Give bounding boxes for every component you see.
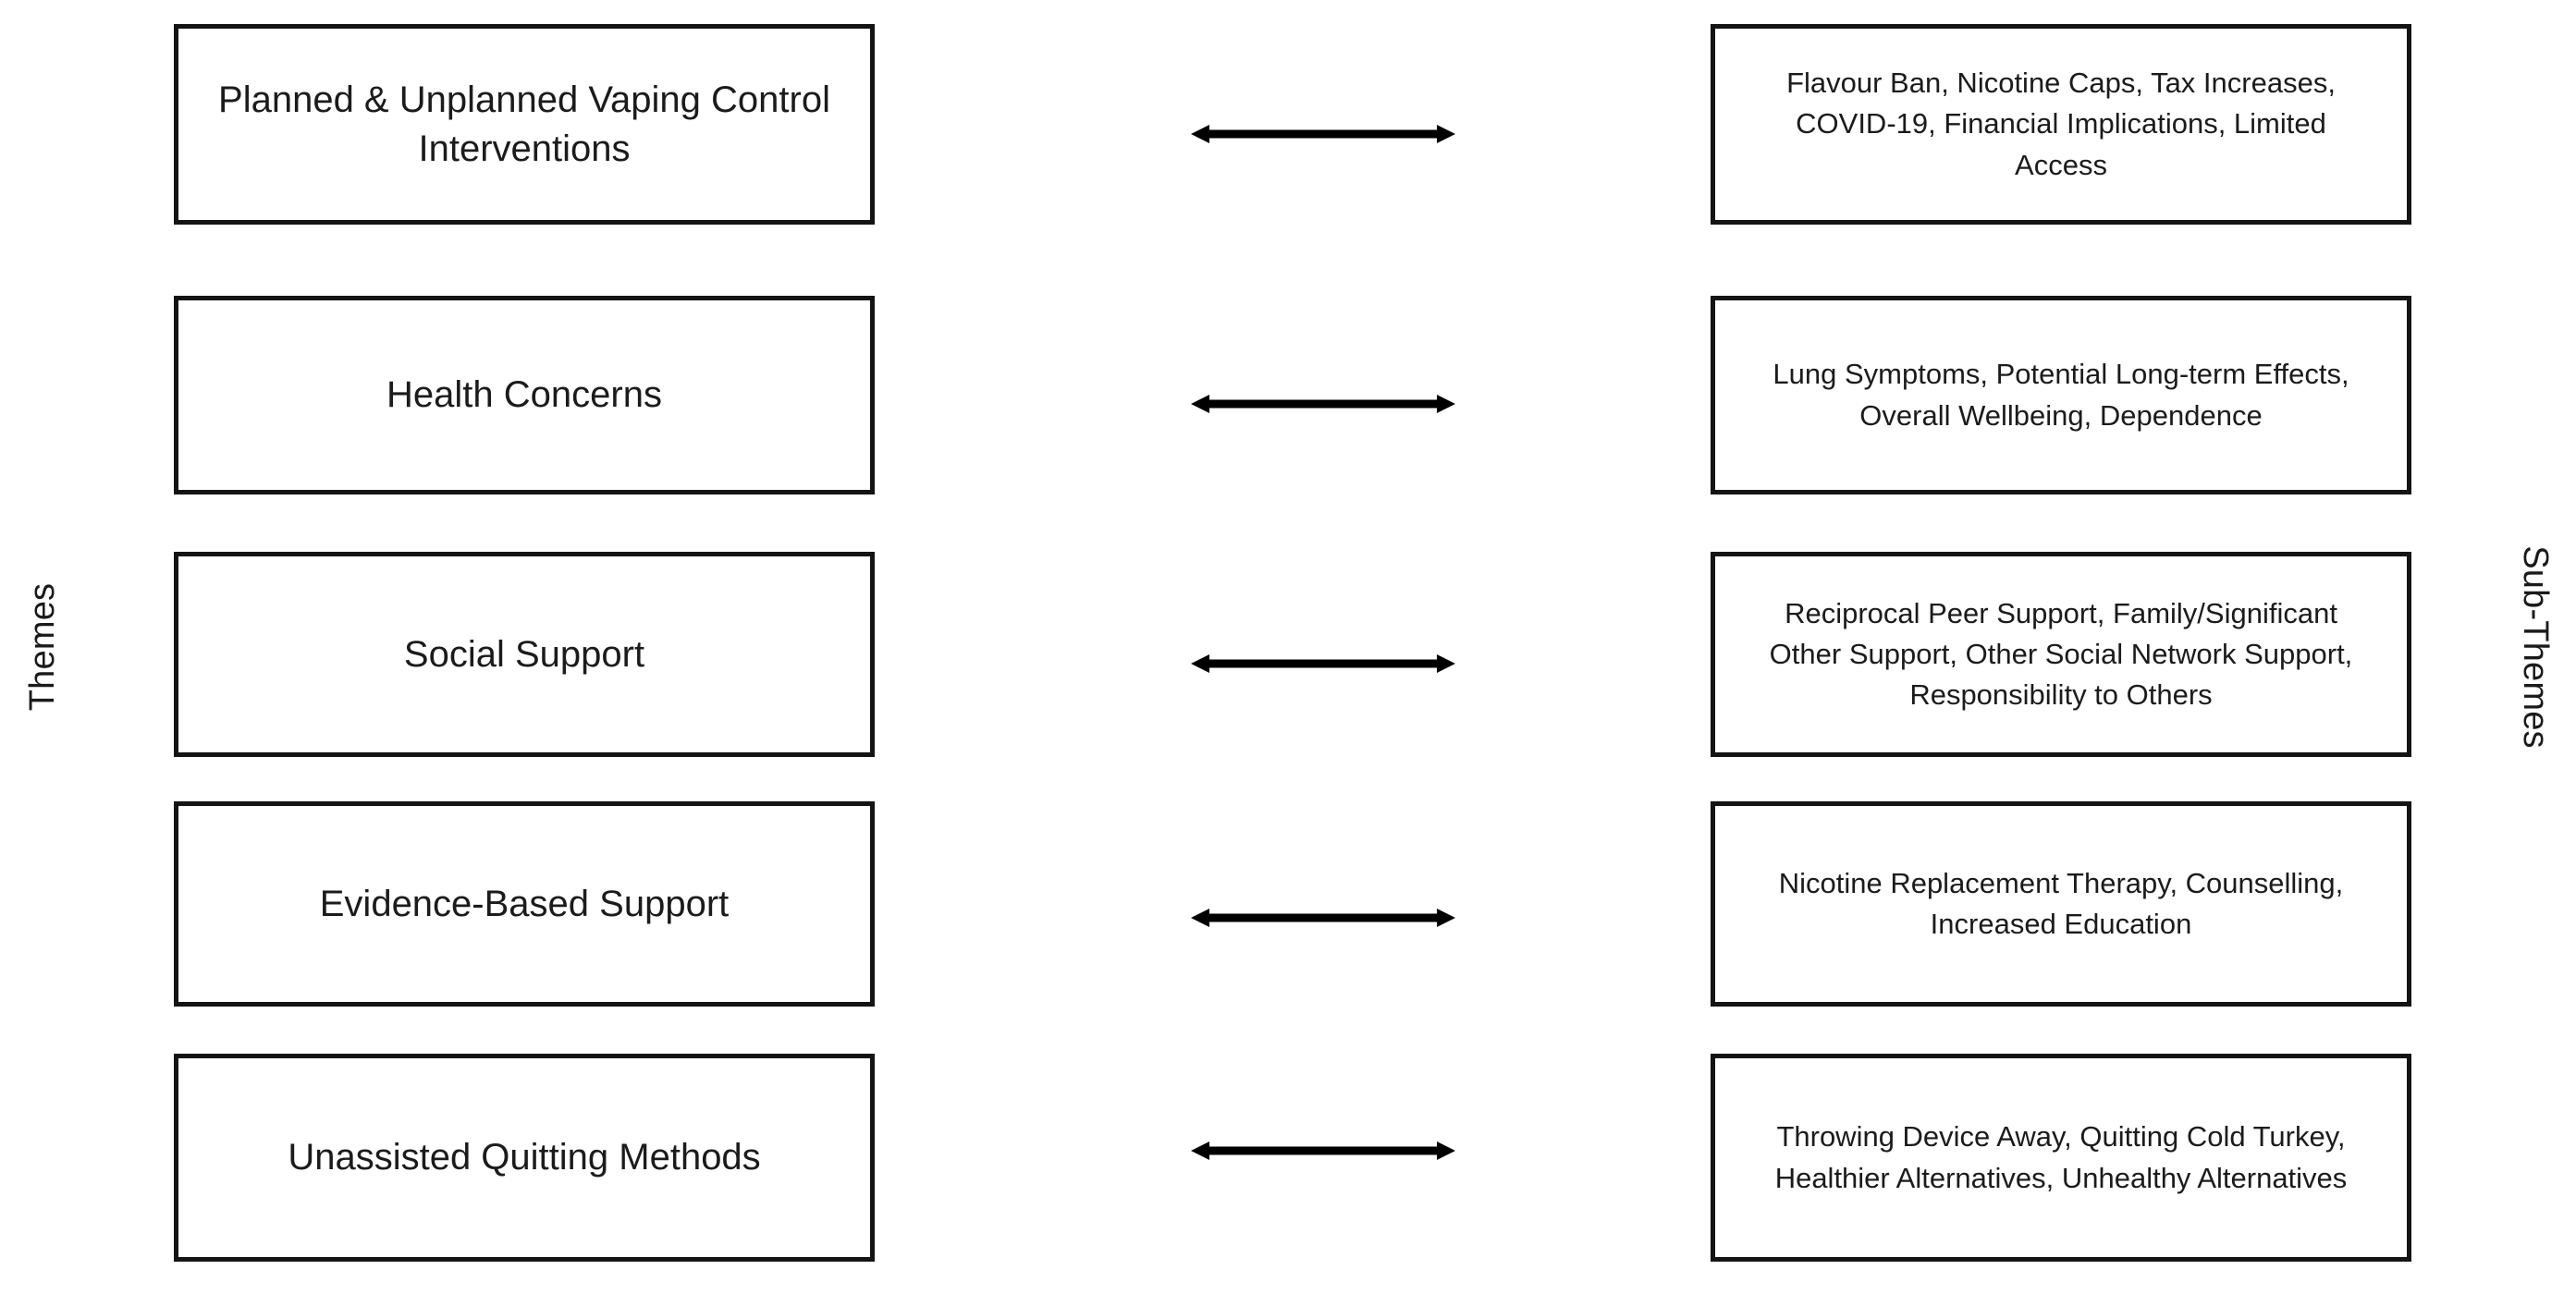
theme-label: Planned & Unplanned Vaping Control Inter… bbox=[218, 79, 830, 169]
subtheme-label: Nicotine Replacement Therapy, Counsellin… bbox=[1778, 866, 2344, 940]
double-headed-arrow-icon bbox=[1191, 385, 1455, 422]
subtheme-box-unassisted-quitting-methods[interactable]: Throwing Device Away, Quitting Cold Turk… bbox=[1711, 1054, 2411, 1262]
subtheme-box-evidence-based-support[interactable]: Nicotine Replacement Therapy, Counsellin… bbox=[1711, 801, 2411, 1007]
double-headed-arrow-icon bbox=[1191, 116, 1455, 153]
theme-box-planned-unplanned-vaping-control-interventions[interactable]: Planned & Unplanned Vaping Control Inter… bbox=[174, 24, 875, 225]
subtheme-box-planned-unplanned-vaping-control-interventions[interactable]: Flavour Ban, Nicotine Caps, Tax Increase… bbox=[1711, 24, 2411, 225]
theme-box-health-concerns[interactable]: Health Concerns bbox=[174, 296, 875, 494]
subtheme-label: Lung Symptoms, Potential Long-term Effec… bbox=[1773, 358, 2349, 432]
subtheme-box-health-concerns[interactable]: Lung Symptoms, Potential Long-term Effec… bbox=[1711, 296, 2411, 494]
theme-box-unassisted-quitting-methods[interactable]: Unassisted Quitting Methods bbox=[174, 1054, 875, 1262]
subtheme-box-social-support[interactable]: Reciprocal Peer Support, Family/Signific… bbox=[1711, 552, 2411, 757]
themes-axis-label: Themes bbox=[23, 582, 62, 712]
theme-label: Evidence-Based Support bbox=[319, 883, 730, 924]
double-headed-arrow-icon bbox=[1191, 1132, 1455, 1169]
theme-box-evidence-based-support[interactable]: Evidence-Based Support bbox=[174, 801, 875, 1007]
double-headed-arrow-icon bbox=[1191, 899, 1455, 936]
subtheme-label: Reciprocal Peer Support, Family/Signific… bbox=[1769, 596, 2353, 711]
theme-label: Social Support bbox=[403, 633, 645, 675]
theme-label: Health Concerns bbox=[386, 374, 662, 416]
theme-label: Unassisted Quitting Methods bbox=[288, 1137, 761, 1178]
subtheme-label: Flavour Ban, Nicotine Caps, Tax Increase… bbox=[1786, 67, 2336, 181]
double-headed-arrow-icon bbox=[1191, 645, 1455, 682]
subtheme-label: Throwing Device Away, Quitting Cold Turk… bbox=[1774, 1120, 2348, 1194]
subthemes-axis-label: Sub-Themes bbox=[2516, 545, 2555, 749]
theme-box-social-support[interactable]: Social Support bbox=[174, 552, 875, 757]
